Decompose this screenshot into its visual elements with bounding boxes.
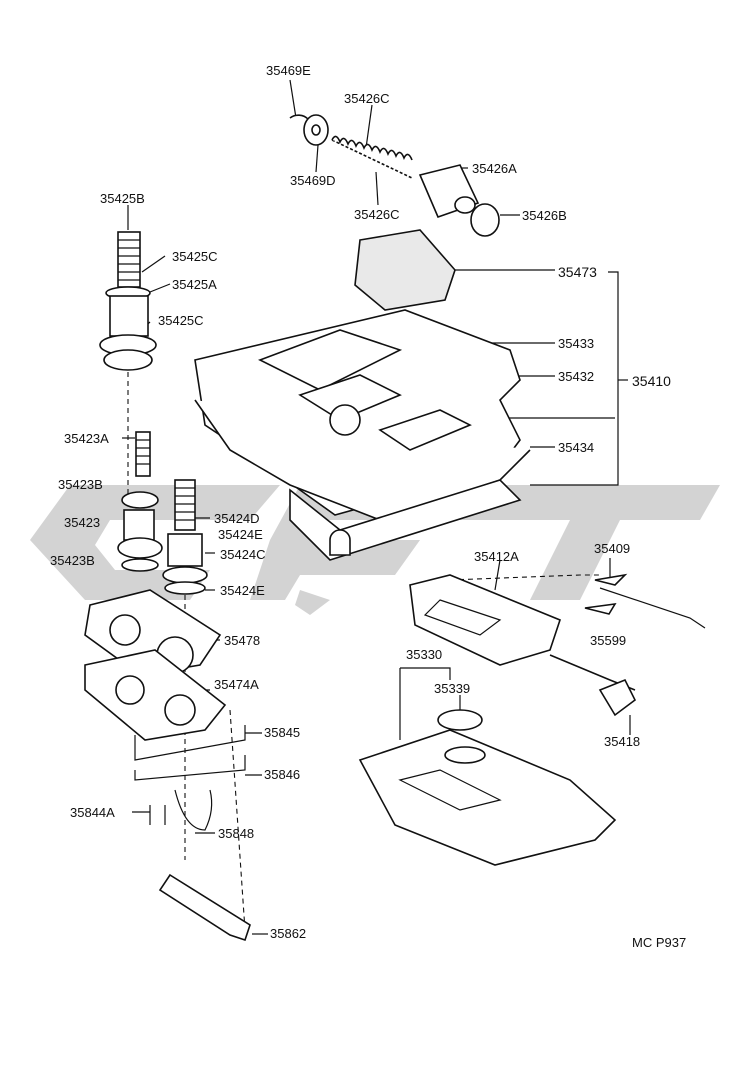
label-35426C-top: 35426C xyxy=(344,91,390,106)
valve-body xyxy=(194,229,531,561)
label-35845: 35845 xyxy=(264,725,301,740)
label-35409: 35409 xyxy=(594,541,631,556)
label-35432: 35432 xyxy=(558,369,595,384)
label-35433: 35433 xyxy=(558,336,595,351)
label-35423: 35423 xyxy=(64,515,101,530)
label-35424C: 35424C xyxy=(220,547,266,562)
label-35425A: 35425A xyxy=(172,277,217,292)
label-35339: 35339 xyxy=(434,681,471,696)
lower-left-plates xyxy=(84,589,251,942)
label-35862: 35862 xyxy=(270,926,307,941)
label-35478: 35478 xyxy=(224,633,261,648)
label-35469D: 35469D xyxy=(290,173,336,188)
label-35434: 35434 xyxy=(558,440,595,455)
label-35412A: 35412A xyxy=(474,549,519,564)
reference-code: MC P937 xyxy=(632,935,687,950)
label-35423B-bottom: 35423B xyxy=(50,553,95,568)
valve-assembly-top xyxy=(289,114,500,237)
label-35469E: 35469E xyxy=(266,63,311,78)
label-35423A: 35423A xyxy=(64,431,109,446)
left-sleeve-stack xyxy=(99,231,208,595)
label-35424D: 35424D xyxy=(214,511,260,526)
label-35410: 35410 xyxy=(632,373,671,389)
right-components xyxy=(358,573,706,866)
label-35848: 35848 xyxy=(218,826,255,841)
label-35844A: 35844A xyxy=(70,805,115,820)
label-35426B: 35426B xyxy=(522,208,567,223)
label-35425C-bottom: 35425C xyxy=(158,313,204,328)
label-35426A: 35426A xyxy=(472,161,517,176)
label-35330: 35330 xyxy=(406,647,443,662)
label-35599: 35599 xyxy=(590,633,627,648)
label-35846: 35846 xyxy=(264,767,301,782)
label-35424E-top: 35424E xyxy=(218,527,263,542)
label-35425B: 35425B xyxy=(100,191,145,206)
label-35418: 35418 xyxy=(604,734,641,749)
label-35425C-top: 35425C xyxy=(172,249,218,264)
label-35473: 35473 xyxy=(558,264,597,280)
label-35424E-bottom: 35424E xyxy=(220,583,265,598)
label-35426C-bottom: 35426C xyxy=(354,207,400,222)
label-35423B-top: 35423B xyxy=(58,477,103,492)
label-35474A: 35474A xyxy=(214,677,259,692)
